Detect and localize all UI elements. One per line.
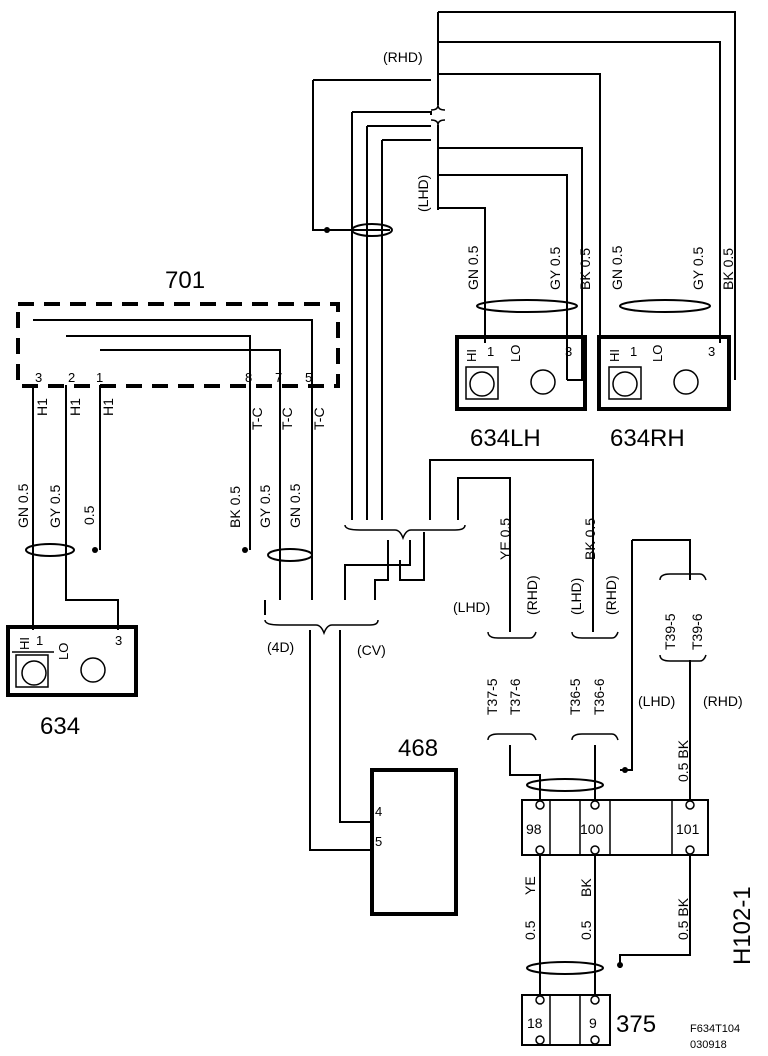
connector-h102-box [521, 799, 709, 856]
component-468-box [370, 768, 458, 916]
634rh-lo-horn-icon [673, 369, 699, 395]
variant-lhd-3: (LHD) [638, 693, 675, 709]
634rh-lo-label: LO [650, 345, 665, 362]
h102-pin-101: 101 [676, 821, 700, 837]
701-pin-2: 2 [68, 370, 75, 385]
variant-rhd-top: (RHD) [383, 49, 423, 65]
634-pin-3: 3 [115, 633, 122, 648]
variant-rhd-1: (RHD) [524, 575, 540, 615]
701-pin-name-1: H1 [100, 398, 116, 416]
701-pin-name-8: T-C [249, 407, 265, 430]
connector-375-box [521, 994, 611, 1046]
connector-pin-circles [535, 800, 695, 1045]
splice-t36-6: T36-6 [591, 678, 607, 715]
wire-101-bk: 0.5 BK [675, 739, 691, 782]
variant-rhd-3: (RHD) [703, 693, 743, 709]
label-634lh: 634LH [470, 425, 541, 452]
wire-bot-101: 0.5 BK [675, 897, 691, 940]
wire-lines [32, 11, 736, 995]
component-634rh-box [597, 335, 731, 411]
634lh-hi-label: HI [464, 349, 479, 362]
splice-t39-6: T39-6 [689, 613, 705, 650]
component-634lh-box [455, 335, 587, 411]
label-375: 375 [616, 1011, 656, 1038]
splice-t37-6: T37-6 [507, 678, 523, 715]
variant-rhd-2: (RHD) [603, 575, 619, 615]
634lh-pin-1: 1 [487, 344, 494, 359]
splice-t36-5: T36-5 [567, 678, 583, 715]
wire-rh-gy: GY 0.5 [690, 246, 706, 290]
splice-t37-5: T37-5 [484, 678, 500, 715]
wire-634-gn: GN 0.5 [15, 483, 31, 528]
wire-rh-gn: GN 0.5 [609, 245, 625, 290]
634rh-hi-label: HI [607, 349, 622, 362]
label-h102: H102-1 [729, 886, 756, 965]
wire-bot-ye: YE [522, 876, 538, 895]
wire-tc-bk: BK 0.5 [227, 486, 243, 528]
h102-pin-100: 100 [580, 821, 604, 837]
wire-lh-gn: GN 0.5 [465, 245, 481, 290]
label-634: 634 [40, 713, 80, 740]
figure-date: 030918 [690, 1039, 727, 1051]
wire-bot-ye-size: 0.5 [522, 920, 538, 940]
634lh-lo-label: LO [508, 345, 523, 362]
701-pin-name-3: H1 [34, 398, 50, 416]
label-701: 701 [165, 267, 205, 294]
h102-pin-98: 98 [526, 821, 542, 837]
variant-lhd-1: (LHD) [453, 599, 490, 615]
wire-lh-gy: GY 0.5 [547, 246, 563, 290]
wire-bk: BK 0.5 [582, 518, 598, 560]
634rh-hi-horn-icon [612, 371, 638, 397]
variant-4d: (4D) [267, 639, 294, 655]
634rh-pin-3: 3 [708, 344, 715, 359]
wire-bot-bk-size: 0.5 [578, 920, 594, 940]
wire-tc-gn: GN 0.5 [287, 483, 303, 528]
wire-ye: YE 0.5 [497, 518, 513, 560]
634lh-pin-3: 3 [565, 344, 572, 359]
component-701-box [16, 302, 340, 388]
468-pin-4: 4 [375, 804, 382, 819]
twisted-pair-markers [25, 223, 711, 975]
701-pin-7: 7 [275, 370, 282, 385]
701-pin-name-7: T-C [279, 407, 295, 430]
701-pin-5: 5 [305, 370, 312, 385]
wire-634-gy: GY 0.5 [47, 484, 63, 528]
375-pin-18: 18 [527, 1015, 543, 1031]
wire-lh-bk: BK 0.5 [577, 248, 593, 290]
701-pin-1: 1 [96, 370, 103, 385]
variant-lhd-2: (LHD) [568, 578, 584, 615]
variant-cv: (CV) [357, 642, 386, 658]
variant-braces [264, 104, 707, 741]
634lh-hi-horn-icon [469, 371, 495, 397]
468-pin-5: 5 [375, 834, 382, 849]
label-634rh: 634RH [610, 425, 685, 452]
wire-634-05: 0.5 [81, 505, 97, 525]
junction-dots [92, 227, 628, 968]
label-468: 468 [398, 735, 438, 762]
component-634-box [6, 625, 138, 697]
634lh-lo-horn-icon [530, 369, 556, 395]
634-hi-horn-icon [21, 660, 47, 686]
634-hi-label: HI [17, 637, 32, 650]
701-pin-name-2: H1 [67, 398, 83, 416]
634-pin-1: 1 [36, 633, 43, 648]
variant-lhd-top: (LHD) [415, 175, 431, 212]
splice-t39-5: T39-5 [662, 613, 678, 650]
wire-rh-bk: BK 0.5 [720, 248, 736, 290]
wire-tc-gy: GY 0.5 [257, 484, 273, 528]
701-pin-8: 8 [245, 370, 252, 385]
634rh-pin-1: 1 [630, 344, 637, 359]
634-lo-label: LO [56, 643, 71, 660]
wire-bot-bk: BK [578, 878, 594, 897]
375-pin-9: 9 [589, 1015, 597, 1031]
634-lo-horn-icon [80, 657, 106, 683]
701-pin-3: 3 [35, 370, 42, 385]
figure-code: F634T104 [690, 1023, 740, 1035]
701-pin-name-5: T-C [311, 407, 327, 430]
